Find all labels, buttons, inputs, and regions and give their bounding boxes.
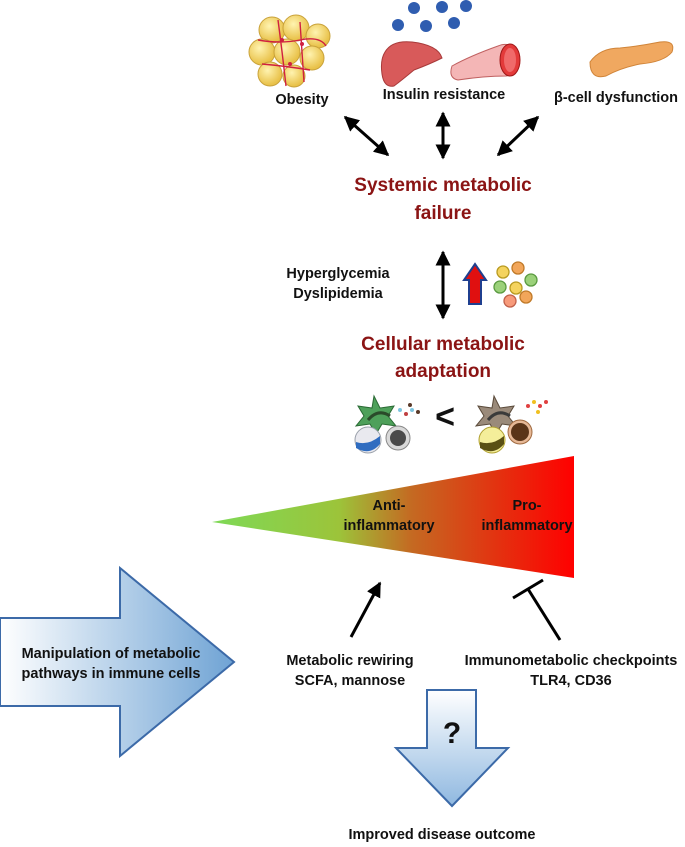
less-than-symbol: < <box>435 398 455 436</box>
insulin-resistance-label: Insulin resistance <box>382 87 506 103</box>
cellular-adaptation-line1: Cellular metabolic <box>361 334 525 355</box>
beta-cell-arrow <box>496 115 540 157</box>
outcome-label: Improved disease outcome <box>348 827 536 843</box>
inflammation-gradient-wedge <box>212 456 574 578</box>
pro-inflammatory-cells-icon <box>474 394 548 454</box>
anti-label-line1: Anti- <box>372 498 406 514</box>
systemic-failure-line2: failure <box>414 203 472 224</box>
intervention-arrow <box>0 565 236 759</box>
nutrient-circles-icon <box>493 261 538 308</box>
hyperglycemia-label: Hyperglycemia <box>286 266 390 282</box>
muscle-icon <box>450 43 521 81</box>
checkpoints-line2: TLR4, CD36 <box>530 673 612 689</box>
pro-label-line1: Pro- <box>512 498 542 514</box>
obesity-label: Obesity <box>275 92 329 108</box>
anti-label-line2: inflammatory <box>343 518 435 534</box>
obesity-arrow <box>343 115 390 157</box>
rewiring-line2: SCFA, mannose <box>294 673 406 689</box>
liver-icon <box>380 41 443 87</box>
increase-arrow-icon <box>462 262 488 305</box>
checkpoints-line1: Immunometabolic checkpoints <box>464 653 678 669</box>
pancreas-icon <box>589 41 674 78</box>
outcome-down-arrow <box>393 689 511 808</box>
cellular-adaptation-line2: adaptation <box>394 361 492 382</box>
adipose-tissue-icon <box>248 14 331 88</box>
glucose-molecules-icon <box>392 0 472 32</box>
rewiring-promote-arrow <box>349 581 382 638</box>
intervention-line2: pathways in immune cells <box>21 666 201 682</box>
beta-cell-label: β-cell dysfunction <box>553 90 679 106</box>
rewiring-line1: Metabolic rewiring <box>286 653 414 669</box>
checkpoint-inhibition-bar <box>512 578 562 641</box>
anti-inflammatory-cells-icon <box>354 394 420 454</box>
question-mark: ? <box>442 717 462 750</box>
systemic-failure-line1: Systemic metabolic <box>354 175 532 196</box>
intervention-line1: Manipulation of metabolic <box>21 646 201 662</box>
dyslipidemia-label: Dyslipidemia <box>293 286 383 302</box>
pro-label-line2: inflammatory <box>481 518 573 534</box>
